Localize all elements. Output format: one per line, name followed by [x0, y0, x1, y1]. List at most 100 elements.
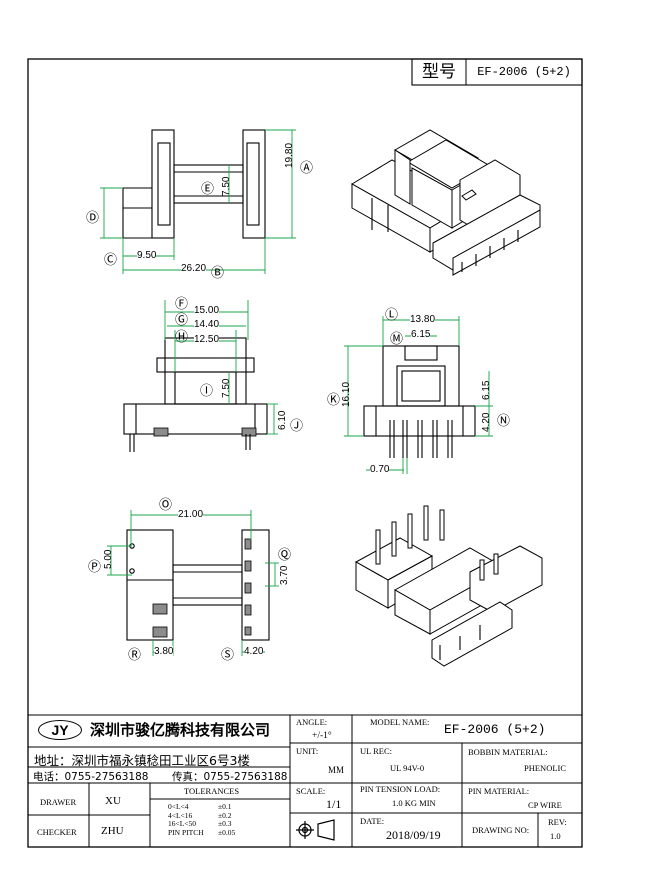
marker-c: Ⓒ: [104, 252, 118, 267]
scale-value: 1/1: [326, 797, 342, 811]
tolerance-value: ±0.1: [218, 802, 232, 811]
drawing-no-label: DRAWING NO:: [472, 825, 530, 835]
end-view-base: [363, 405, 476, 437]
dim-text-n: 4.20: [481, 412, 492, 432]
tolerances-values: ±0.1 ±0.2 ±0.3 ±0.05: [218, 802, 236, 837]
dim-text-g: 14.40: [194, 319, 220, 330]
iso-bottom-pins: [375, 505, 499, 581]
end-view-pins: [389, 420, 453, 458]
header-model-label: 型号: [422, 62, 456, 82]
marker-a: Ⓐ: [300, 160, 314, 175]
header-model-value: EF-2006 (5+2): [477, 65, 571, 79]
marker-i: Ⓘ: [200, 383, 214, 398]
drawer-value: XU: [105, 795, 121, 807]
unit-value: MM: [328, 765, 345, 775]
marker-o: Ⓞ: [159, 497, 173, 512]
rev-value: 1.0: [550, 831, 561, 841]
end-view-body: [382, 345, 460, 407]
checker-value: ZHU: [101, 825, 124, 837]
model-name-label: MODEL NAME:: [370, 717, 430, 727]
marker-j: Ⓙ: [290, 418, 304, 433]
tolerance-value: ±0.2: [218, 810, 232, 820]
front-view-flange-left-inner: [157, 142, 171, 226]
side-view-base: [123, 403, 268, 435]
marker-e: Ⓔ: [201, 181, 215, 196]
date-label: DATE:: [360, 816, 385, 826]
header-model-box: [411, 58, 583, 86]
iso-view-top: [351, 129, 541, 276]
marker-m: Ⓜ: [390, 331, 404, 346]
dim-text-o: 21.00: [178, 509, 204, 520]
dim-text-k: 16.10: [341, 381, 352, 407]
company-phone: 电话：0755-27563188: [33, 771, 149, 783]
company-fax: 传真：0755-27563188: [172, 771, 288, 783]
dim-text-r: 3.80: [154, 646, 174, 657]
marker-d: Ⓓ: [86, 210, 100, 225]
dim-text-m: 6.15: [411, 329, 431, 340]
ul-value: UL 94V-0: [390, 763, 425, 773]
sheet-border: [27, 58, 583, 848]
company-address: 地址：深圳市福永镇稔田工业区6号3楼: [34, 753, 250, 768]
title-block-grid: [28, 714, 582, 847]
tolerances-ranges: 0<L<4 4<L<16 16<L<50 PIN PITCH: [168, 802, 204, 837]
tolerance-value: ±0.05: [218, 827, 236, 837]
bobbin-label: BOBBIN MATERIAL:: [468, 747, 548, 757]
iso-view-bottom: [354, 505, 543, 667]
dim-text-pin: 0.70: [370, 464, 390, 475]
bottom-view: [107, 510, 279, 656]
tolerance-range: 4<L<16: [168, 810, 193, 820]
scale-label: SCALE:: [296, 786, 326, 796]
front-view-flange-left: [151, 129, 175, 239]
front-view-flange-right: [242, 129, 266, 239]
dim-text-m2: 6.15: [481, 380, 492, 400]
pin-tension-label: PIN TENSION LOAD:: [360, 784, 441, 794]
marker-r: Ⓡ: [128, 647, 142, 662]
pin-tension-value: 1.0 KG MIN: [392, 798, 436, 808]
dim-text-p: 5.00: [103, 549, 114, 569]
rev-label: REV:: [548, 817, 567, 827]
marker-b: Ⓑ: [211, 265, 225, 280]
tolerance-value: ±0.3: [218, 819, 232, 829]
front-view-base: [122, 187, 152, 239]
pin-material-value: CP WIRE: [528, 800, 562, 810]
dim-text-j: 6.10: [277, 410, 288, 430]
dim-text-b: 26.20: [181, 263, 207, 274]
date-value: 2018/09/19: [386, 828, 441, 842]
bobbin-value: PHENOLIC: [524, 763, 567, 773]
drawer-label: DRAWER: [40, 797, 77, 807]
dim-text-l: 13.80: [410, 314, 436, 325]
unit-label: UNIT:: [296, 746, 319, 756]
marker-f: Ⓕ: [175, 296, 189, 311]
marker-g: Ⓖ: [175, 312, 189, 327]
company-name: 深圳市骏亿腾科技有限公司: [90, 721, 271, 739]
bottom-view-pin-slots: [152, 538, 252, 638]
marker-h: Ⓗ: [175, 329, 189, 344]
tolerance-range: PIN PITCH: [168, 827, 204, 837]
marker-s: Ⓢ: [221, 647, 235, 662]
angle-label: ANGLE:: [296, 717, 328, 727]
front-view: [100, 129, 296, 274]
checker-label: CHECKER: [37, 827, 77, 837]
dim-text-s: 4.20: [244, 646, 264, 657]
dim-text-h: 12.50: [194, 334, 220, 345]
tolerance-range: 16<L<50: [168, 819, 197, 829]
front-view-flange-right-inner: [246, 142, 260, 226]
dim-text-a: 19.80: [284, 142, 295, 168]
dim-text-f: 15.00: [194, 305, 220, 316]
dim-text-i: 7.50: [221, 378, 232, 398]
front-view-core: [173, 164, 244, 204]
pin-material-label: PIN MATERIAL:: [468, 786, 530, 796]
marker-p: Ⓟ: [88, 559, 102, 574]
ul-label: UL REC:: [360, 746, 393, 756]
dim-text-q: 3.70: [279, 565, 290, 585]
dim-text-e: 7.50: [221, 176, 232, 196]
marker-k: Ⓚ: [327, 392, 341, 407]
tolerance-range: 0<L<4: [168, 802, 189, 811]
marker-l: Ⓛ: [385, 307, 399, 322]
angle-value: +/-1°: [312, 731, 332, 741]
company-logo: JY: [38, 720, 82, 740]
dim-text-c: 9.50: [137, 250, 157, 261]
marker-n: Ⓝ: [497, 413, 511, 428]
projection-symbol-icon: [296, 819, 335, 841]
